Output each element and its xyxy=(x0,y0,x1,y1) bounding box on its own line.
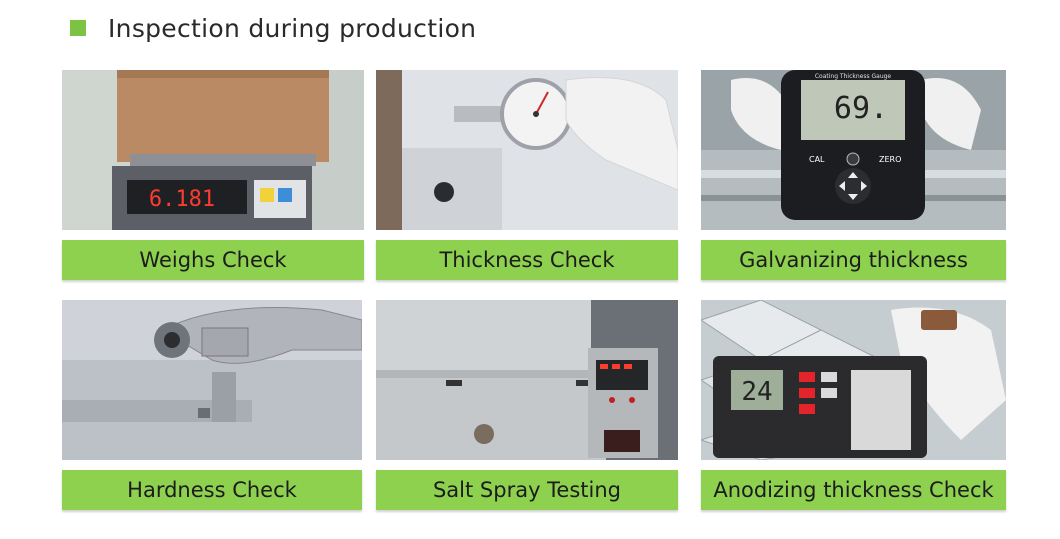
weighs-check-label: Weighs Check xyxy=(62,240,364,280)
gauge-readout: 69. xyxy=(834,91,888,126)
cal-button-label: CAL xyxy=(809,155,825,164)
coating-gauge-photo: Coating Thickness Gauge 69. CAL ZERO xyxy=(701,70,1006,230)
scale-readout: 6.181 xyxy=(149,187,215,212)
gauge-title: Coating Thickness Gauge xyxy=(815,73,892,80)
section-header: Inspection during production xyxy=(70,10,476,46)
page-title: Inspection during production xyxy=(108,13,477,43)
digital-scale-photo: 6.181 xyxy=(62,70,364,230)
galvanizing-thickness-label: Galvanizing thickness xyxy=(701,240,1006,280)
anodizing-meter-photo: 24 xyxy=(701,300,1006,460)
meter-readout: 24 xyxy=(741,377,772,407)
thickness-check-label: Thickness Check xyxy=(376,240,678,280)
salt-spray-chamber-photo xyxy=(376,300,678,460)
bullet-square-icon xyxy=(70,20,86,36)
anodizing-thickness-check-label: Anodizing thickness Check xyxy=(701,470,1006,510)
zero-button-label: ZERO xyxy=(879,155,901,164)
salt-spray-testing-label: Salt Spray Testing xyxy=(376,470,678,510)
dial-caliper-photo xyxy=(376,70,678,230)
hardness-check-label: Hardness Check xyxy=(62,470,362,510)
hardness-tester-photo xyxy=(62,300,362,460)
